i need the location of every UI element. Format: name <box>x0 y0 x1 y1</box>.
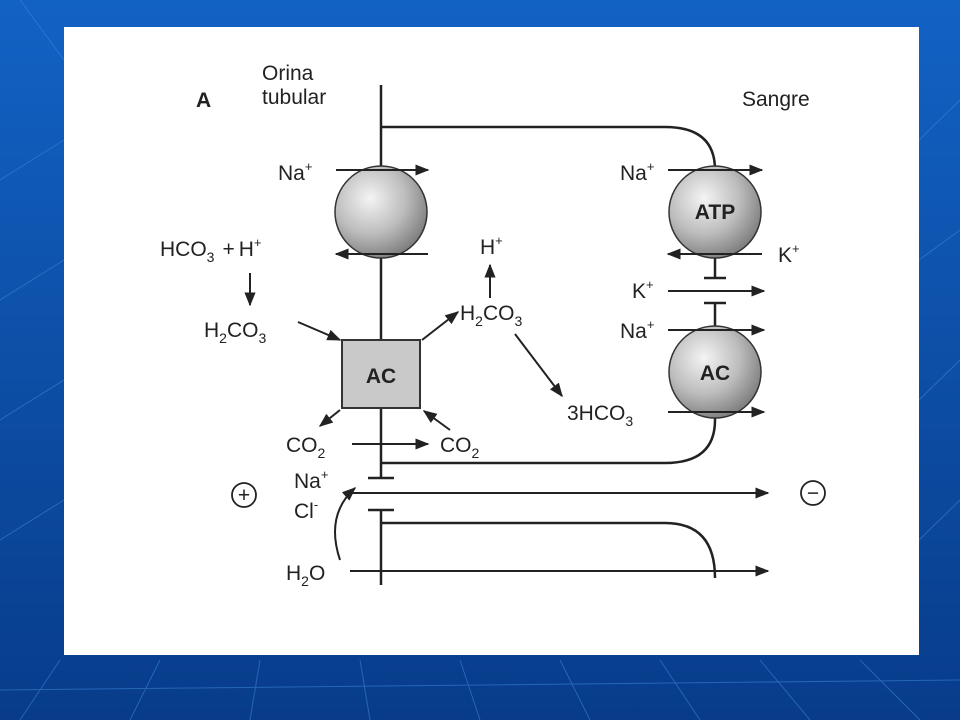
cell-outline-top <box>381 125 717 171</box>
arrow-ac-to-co2-lumen <box>318 409 341 427</box>
h2co3-cell-label: H2CO3 <box>460 302 522 329</box>
apical-na-h-exchanger-sphere <box>334 165 428 259</box>
blood-label: Sangre <box>742 88 810 111</box>
na-apical-label: Na+ <box>278 159 312 185</box>
arrow-ac-to-h2co3 <box>421 311 460 341</box>
flux-arrows <box>244 164 770 577</box>
cell-membranes <box>368 85 726 585</box>
h2co3-lumen-label: H2CO3 <box>204 319 266 346</box>
hco3-h-lumen-label: HCO3+H+ <box>160 235 262 265</box>
k-atpase-label: K+ <box>778 241 800 267</box>
negative-symbol: − <box>807 482 819 505</box>
lumen-label-line2: tubular <box>262 86 326 109</box>
panel-label: A <box>196 89 211 112</box>
arrow-solvent-drag <box>334 487 357 561</box>
basolateral-ac-cotransporter <box>668 325 762 419</box>
co2-lumen-label: CO2 <box>286 434 326 461</box>
negative-potential-icon <box>800 480 826 506</box>
lumen-label-line1: Orina <box>262 62 314 85</box>
lower-cell-outline <box>381 521 717 579</box>
h-cell-label: H+ <box>480 233 503 259</box>
cl-paracellular-label: Cl- <box>294 497 318 523</box>
carbonic-anhydrase-box <box>341 339 421 409</box>
arrow-co2-to-ac <box>422 410 451 431</box>
arrow-h2co3-to-ac <box>297 321 342 341</box>
na-k-atpase-pump <box>668 165 762 259</box>
h2o-label: H2O <box>286 562 325 589</box>
cell-outline-bottom <box>381 412 717 465</box>
co2-cell-label: CO2 <box>440 434 480 461</box>
ac-box-label: AC <box>366 365 396 388</box>
basolateral-ac-label: AC <box>700 362 730 385</box>
positive-potential-icon <box>231 482 257 508</box>
positive-symbol: + <box>238 484 250 507</box>
arrow-h2co3-to-3hco3 <box>514 333 563 398</box>
k-channel-label: K+ <box>632 277 654 303</box>
na-basolateral-label: Na+ <box>620 317 654 343</box>
atp-label: ATP <box>695 201 735 224</box>
slide-content-area <box>64 27 919 655</box>
na-atpase-label: Na+ <box>620 159 654 185</box>
three-hco3-label: 3HCO3 <box>567 402 633 429</box>
na-paracellular-label: Na+ <box>294 467 328 493</box>
